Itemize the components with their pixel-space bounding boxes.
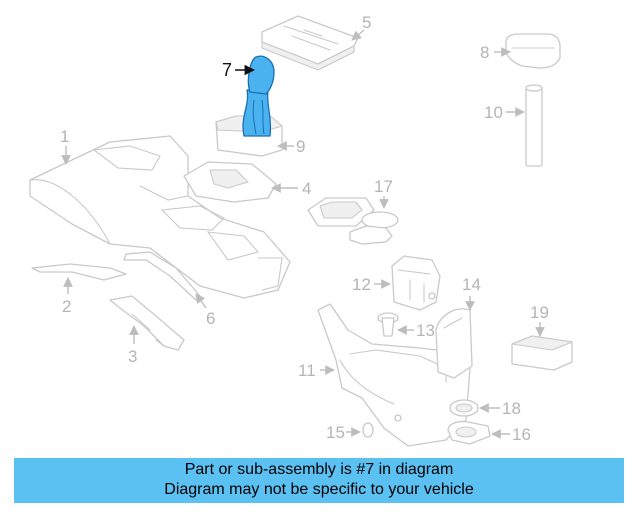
part-14-lid[interactable] — [435, 308, 473, 379]
part-19-pocket[interactable] — [511, 335, 573, 371]
svg-text:17: 17 — [374, 177, 393, 196]
parts-diagram: 1 2 3 4 5 6 7 8 9 10 11 12 — [29, 13, 573, 447]
callout-9[interactable]: 9 — [277, 137, 305, 156]
svg-text:16: 16 — [512, 425, 531, 444]
part-3-bracket[interactable] — [109, 295, 185, 351]
callout-12[interactable]: 12 — [352, 275, 391, 294]
callout-8[interactable]: 8 — [480, 43, 511, 62]
callout-14[interactable]: 14 — [462, 275, 481, 311]
part-1-console[interactable] — [29, 135, 291, 299]
callout-10[interactable]: 10 — [484, 103, 525, 122]
part-4-shifter-trim[interactable] — [183, 161, 277, 203]
svg-text:18: 18 — [502, 399, 521, 418]
part-8-knob[interactable] — [505, 33, 561, 69]
part-13-clip[interactable] — [377, 312, 399, 337]
callout-11[interactable]: 11 — [298, 361, 335, 380]
info-banner: Part or sub-assembly is #7 in diagram Di… — [14, 458, 624, 503]
svg-text:14: 14 — [462, 275, 481, 294]
svg-text:8: 8 — [480, 43, 489, 62]
part-18-holder-ring[interactable] — [449, 399, 479, 417]
callout-16[interactable]: 16 — [491, 425, 531, 444]
callout-1[interactable]: 1 — [60, 127, 71, 165]
svg-text:15: 15 — [326, 423, 345, 442]
svg-text:3: 3 — [128, 347, 137, 366]
part-5-shift-bezel[interactable] — [261, 15, 359, 71]
callout-7[interactable]: 7 — [222, 60, 256, 80]
svg-text:5: 5 — [362, 13, 371, 32]
svg-text:1: 1 — [60, 127, 69, 146]
svg-text:2: 2 — [62, 297, 71, 316]
svg-text:4: 4 — [302, 179, 311, 198]
callout-18[interactable]: 18 — [479, 399, 521, 418]
svg-text:9: 9 — [296, 137, 305, 156]
callout-13[interactable]: 13 — [397, 321, 435, 340]
part-10-rod[interactable] — [525, 84, 543, 167]
callout-6[interactable]: 6 — [195, 293, 215, 328]
callout-2[interactable]: 2 — [62, 277, 73, 316]
banner-line-1: Part or sub-assembly is #7 in diagram — [184, 461, 454, 478]
banner-line-2: Diagram may not be specific to your vehi… — [164, 481, 474, 498]
svg-text:6: 6 — [206, 309, 215, 328]
svg-text:13: 13 — [416, 321, 435, 340]
part-7-shift-knob[interactable] — [242, 55, 275, 137]
svg-text:10: 10 — [484, 103, 503, 122]
part-2-bracket[interactable] — [31, 263, 127, 281]
part-12-bracket-block[interactable] — [391, 255, 441, 311]
svg-text:7: 7 — [222, 60, 232, 80]
callout-5[interactable]: 5 — [351, 13, 371, 41]
callout-3[interactable]: 3 — [128, 325, 139, 366]
svg-text:11: 11 — [298, 361, 316, 380]
callout-19[interactable]: 19 — [530, 303, 549, 337]
callout-15[interactable]: 15 — [326, 423, 361, 442]
svg-text:19: 19 — [530, 303, 549, 322]
callout-17[interactable]: 17 — [374, 177, 393, 209]
part-16-cup-insert[interactable] — [447, 420, 491, 445]
callout-4[interactable]: 4 — [271, 179, 311, 198]
part-17-cup-holder[interactable] — [307, 197, 399, 245]
svg-text:12: 12 — [352, 275, 371, 294]
part-15-plug[interactable] — [362, 422, 374, 438]
